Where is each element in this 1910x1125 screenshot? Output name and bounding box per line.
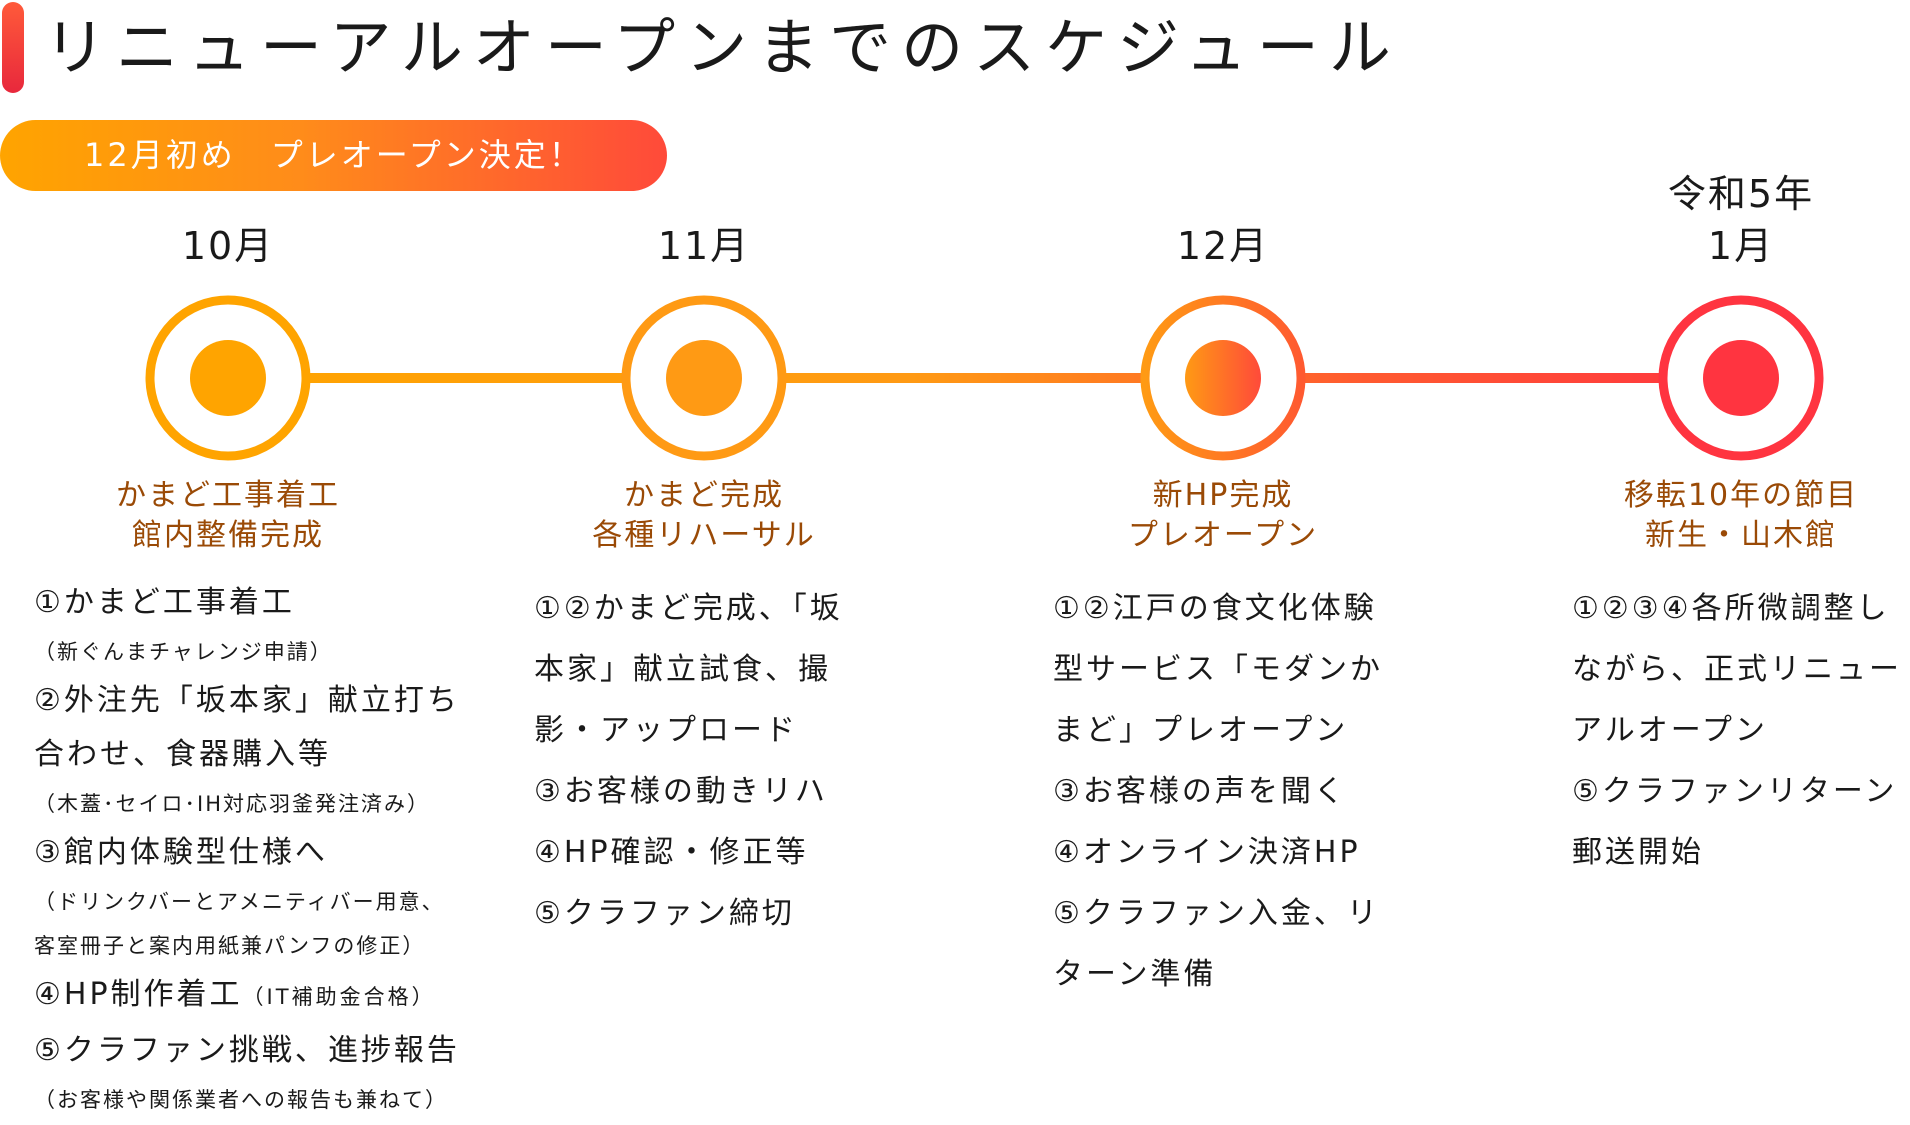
task-line-with-note: ④HP制作着工（IT補助金合格） [34, 968, 460, 1024]
task-line: ④HP確認・修正等 [534, 835, 809, 870]
task-line: ③お客様の声を聞く [1053, 774, 1347, 809]
marker-dot-dec [1185, 340, 1261, 416]
task-line: まど」プレオープン [1053, 713, 1349, 748]
milestone-line: かまど完成 [624, 478, 784, 513]
task-line: ④オンライン決済HP [1053, 835, 1361, 870]
marker-dot-nov [666, 340, 742, 416]
milestone-oct: かまど工事着工 館内整備完成 [58, 476, 398, 556]
task-line: 合わせ、食器購入等 [34, 737, 331, 772]
milestone-line: 館内整備完成 [132, 518, 324, 553]
milestone-line: かまど工事着工 [116, 478, 340, 513]
title-accent-bar [2, 2, 24, 93]
milestone-line: 新HP完成 [1152, 478, 1294, 513]
tasks-oct: ①かまど工事着工 （新ぐんまチャレンジ申請） ②外注先「坂本家」献立打ち 合わせ… [34, 576, 460, 1122]
task-line: 本家」献立試食、撮 [534, 652, 831, 687]
marker-dot-oct [190, 340, 266, 416]
task-line: 型サービス「モダンか [1053, 652, 1383, 687]
task-line: アルオープン [1572, 713, 1768, 748]
task-note: 客室冊子と案内用紙兼パンフの修正） [34, 934, 426, 958]
task-line: ⑤クラファン入金、リ [1053, 896, 1380, 931]
month-label-oct: 10月 [181, 224, 275, 268]
task-line: ⑤クラファン挑戦、進捗報告 [34, 1033, 460, 1068]
task-line: ③お客様の動きリハ [534, 774, 828, 809]
year-label: 令和5年 [1667, 172, 1815, 216]
task-line: ①②江戸の食文化体験 [1053, 591, 1377, 626]
task-inline-note: （IT補助金合格） [242, 985, 436, 1009]
tasks-nov: ①②かまど完成、「坂 本家」献立試食、撮 影・アップロード ③お客様の動きリハ … [534, 578, 843, 944]
page-title: リニューアルオープンまでのスケジュール [44, 11, 1401, 84]
task-note: （お客様や関係業者への報告も兼ねて） [34, 1088, 448, 1112]
milestone-dec: 新HP完成 プレオープン [1053, 476, 1393, 556]
milestone-line: 移転10年の節目 [1623, 478, 1859, 513]
month-label-jan: 1月 [1707, 224, 1775, 268]
timeline-line [228, 373, 1746, 383]
task-line: 郵送開始 [1572, 835, 1704, 870]
task-note: （ドリンクバーとアメニティバー用意、 [34, 890, 445, 914]
month-label-dec: 12月 [1176, 224, 1270, 268]
task-line: ①②かまど完成、「坂 [534, 591, 843, 626]
tasks-dec: ①②江戸の食文化体験 型サービス「モダンか まど」プレオープン ③お客様の声を聞… [1053, 578, 1383, 1005]
task-line: ながら、正式リニュー [1572, 652, 1902, 687]
milestone-line: プレオープン [1127, 518, 1319, 553]
tasks-jan: ①②③④各所微調整し ながら、正式リニュー アルオープン ⑤クラファンリターン … [1572, 578, 1902, 883]
task-line: 影・アップロード [534, 713, 798, 748]
task-note: （木蓋･セイロ･IH対応羽釜発注済み） [34, 792, 430, 816]
task-line: ①②③④各所微調整し [1572, 591, 1890, 626]
month-label-nov: 11月 [657, 224, 751, 268]
task-note: （新ぐんまチャレンジ申請） [34, 640, 333, 664]
banner-text: 12月初め プレオープン決定！ [84, 136, 584, 174]
milestone-line: 各種リハーサル [592, 518, 816, 553]
milestone-nov: かまど完成 各種リハーサル [534, 476, 874, 556]
task-line: ターン準備 [1053, 957, 1217, 992]
task-text: ④HP制作着工 [34, 977, 243, 1012]
task-line: ②外注先「坂本家」献立打ち [34, 683, 460, 718]
milestone-jan: 移転10年の節目 新生・山木館 [1571, 476, 1910, 556]
marker-dot-jan [1703, 340, 1779, 416]
task-line: ⑤クラファンリターン [1572, 774, 1898, 809]
milestone-line: 新生・山木館 [1645, 518, 1837, 553]
announcement-banner: 12月初め プレオープン決定！ [0, 120, 667, 191]
task-line: ⑤クラファン締切 [534, 896, 795, 931]
task-line: ③館内体験型仕様へ [34, 835, 328, 870]
task-line: ①かまど工事着工 [34, 585, 295, 620]
